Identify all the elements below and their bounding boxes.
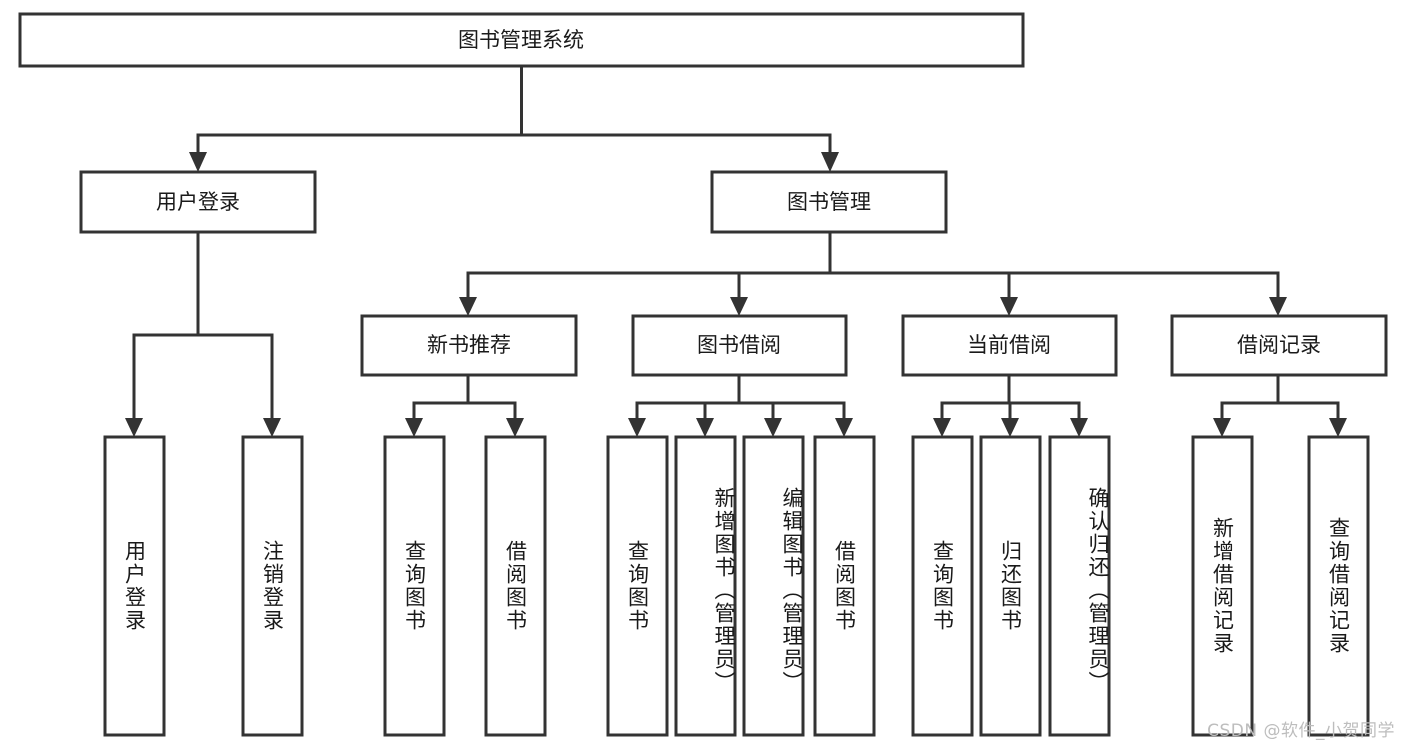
node-leaf-user-2-label: 注销登录 — [260, 540, 285, 632]
node-leaf-record-1-box[interactable] — [1191, 435, 1254, 737]
node-leaf-newbook-1-box[interactable] — [383, 435, 446, 737]
arrow-root-to-user-icon — [189, 152, 207, 172]
arrow-user-leaf2-icon — [263, 418, 281, 437]
node-leaf-borrow-2-label: 新增图书（管理员） — [712, 486, 736, 694]
connector-group-user-login — [125, 230, 281, 437]
node-leaf-user-1-box[interactable] — [103, 435, 166, 737]
node-root-label: 图书管理系统 — [458, 28, 584, 52]
node-leaf-borrow-1-box[interactable] — [606, 435, 669, 737]
node-leaf-record-1-label: 新增借阅记录 — [1210, 517, 1235, 655]
arrow-borrow-l3-icon — [764, 418, 782, 437]
node-leaf-current-3-box[interactable] — [1048, 435, 1111, 737]
node-leaf-current-2-box[interactable] — [979, 435, 1042, 737]
arrow-books-c2-icon — [730, 297, 748, 316]
node-leaf-user-1-label: 用户登录 — [122, 540, 147, 632]
node-leaf-user-2-box[interactable] — [241, 435, 304, 737]
node-leaf-record-2-label: 查询借阅记录 — [1326, 517, 1351, 655]
node-leaf-borrow-1-label: 查询图书 — [625, 540, 650, 632]
node-leaf-newbook-2-label: 借阅图书 — [503, 540, 528, 632]
arrow-newbook-l1-icon — [405, 418, 423, 437]
node-borrow-record-label: 借阅记录 — [1237, 333, 1321, 357]
connector-group-book-borrow — [628, 373, 853, 437]
node-leaf-borrow-4-box[interactable] — [813, 435, 876, 737]
node-book-borrow-box[interactable] — [631, 314, 848, 377]
node-user-login-box[interactable] — [79, 170, 317, 234]
connector-group-current-borrow — [933, 373, 1088, 437]
node-leaf-borrow-3-label: 编辑图书（管理员） — [780, 486, 804, 694]
arrow-current-l2-icon — [1001, 418, 1019, 437]
arrow-current-l3-icon — [1070, 418, 1088, 437]
connector-group-book-mgmt — [459, 230, 1287, 316]
node-leaf-newbook-1-label: 查询图书 — [402, 540, 427, 632]
node-book-mgmt-box[interactable] — [710, 170, 948, 234]
arrow-root-to-books-icon — [821, 152, 839, 172]
node-leaf-borrow-2-box[interactable] — [674, 435, 737, 737]
node-new-book-label: 新书推荐 — [427, 333, 511, 357]
node-leaf-current-2-label: 归还图书 — [998, 540, 1023, 632]
node-leaf-current-1-label: 查询图书 — [930, 540, 955, 632]
arrow-record-l2-icon — [1329, 418, 1347, 437]
connector-group-borrow-record — [1213, 373, 1347, 437]
node-leaf-current-3-label: 确认归还（管理员） — [1086, 486, 1110, 694]
arrow-books-c3-icon — [1000, 297, 1018, 316]
arrow-books-c4-icon — [1269, 297, 1287, 316]
node-root-box[interactable] — [18, 12, 1025, 68]
node-leaf-newbook-2-box[interactable] — [484, 435, 547, 737]
node-leaf-record-2-box[interactable] — [1307, 435, 1370, 737]
node-borrow-record-box[interactable] — [1170, 314, 1388, 377]
arrow-borrow-l4-icon — [835, 418, 853, 437]
arrow-books-c1-icon — [459, 297, 477, 316]
arrow-borrow-l1-icon — [628, 418, 646, 437]
node-book-borrow-label: 图书借阅 — [697, 333, 781, 357]
connector-group-root — [189, 64, 839, 172]
node-current-borrow-box[interactable] — [901, 314, 1118, 377]
arrow-current-l1-icon — [933, 418, 951, 437]
node-book-mgmt-label: 图书管理 — [787, 190, 871, 214]
arrow-record-l1-icon — [1213, 418, 1231, 437]
node-user-login-label: 用户登录 — [156, 190, 240, 214]
node-leaf-borrow-3-box[interactable] — [742, 435, 805, 737]
node-new-book-box[interactable] — [360, 314, 578, 377]
node-leaf-borrow-4-label: 借阅图书 — [832, 540, 857, 632]
arrow-user-leaf1-icon — [125, 418, 143, 437]
node-current-borrow-label: 当前借阅 — [967, 333, 1051, 357]
node-leaf-current-1-box[interactable] — [911, 435, 974, 737]
arrow-newbook-l2-icon — [506, 418, 524, 437]
connector-group-new-book — [405, 373, 524, 437]
arrow-borrow-l2-icon — [696, 418, 714, 437]
